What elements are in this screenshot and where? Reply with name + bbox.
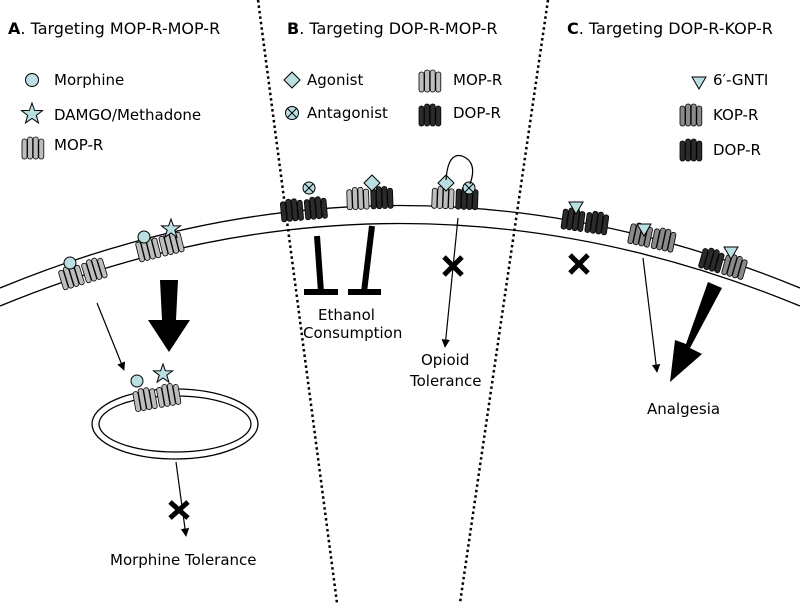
gnti-ligand-3 [723,246,739,260]
membrane-inner [0,222,800,307]
legend-morphine-icon [25,73,39,87]
kopr-kopr-dimer-gnti [627,222,677,253]
outcome-analgesia: Analgesia [647,400,721,418]
agonist-ligand [363,174,381,192]
arrow-kopr-to-analgesia [642,257,661,373]
dopr-dopr-dimer-antagonist [279,196,328,223]
arrow-to-morphine-tolerance [175,461,190,537]
mopr-mopr-dimer-morphine [58,257,108,291]
arrow-damgo-internalization [148,280,190,352]
legend-dopr-c-label: DOP-R [713,141,761,159]
inhibition-ethanol-1 [304,235,338,295]
inhibition-ethanol-2 [348,225,381,295]
divider-right [458,0,550,603]
outcome-opioid-line2: Tolerance [410,372,482,390]
legend-dopr-b-label: DOP-R [453,104,501,122]
arrow-morphine-to-endosome [96,302,126,371]
legend-dopr-b-icon [418,103,442,127]
antagonist-ligand [302,181,316,195]
block-x-opioid-tolerance [442,255,464,277]
legend-damgo-icon [20,101,44,125]
outcome-ethanol-line2: Consumption [303,324,403,342]
dopr-kopr-dimer-unbound [560,207,610,236]
legend-antagonist-label: Antagonist [307,104,388,122]
damgo-ligand [160,217,182,239]
legend-kopr-icon [679,103,703,127]
block-x-morphine-tolerance [168,500,190,520]
agonist-ligand-bivalent [437,174,455,192]
panel-b-title: B. Targeting DOP-R-MOP-R [287,19,498,38]
gnti-ligand [568,201,584,215]
legend-kopr-label: KOP-R [713,106,759,124]
legend-mopr-b-label: MOP-R [453,71,503,89]
morphine-ligand-internalized [130,374,144,388]
legend-damgo-label: DAMGO/Methadone [54,106,202,124]
block-x-dopr-kopr-unbound [568,253,590,275]
dopr-kopr-dimer-gnti [698,247,748,280]
membrane-outer [0,204,800,289]
morphine-ligand-2 [137,230,151,244]
legend-mopr-label: MOP-R [54,136,104,154]
gnti-ligand-2 [636,223,652,237]
legend-dopr-c-icon [679,138,703,162]
legend-morphine-label: Morphine [54,71,125,89]
legend-mopr-icon [21,136,45,160]
arrow-heteromer-analgesia [670,282,722,382]
legend-antagonist-icon [285,106,299,120]
mopr-dopr-dimer-agonist [346,186,394,211]
mopr-mopr-dimer-damgo [135,231,185,263]
panel-a-title: A. Targeting MOP-R-MOP-R [8,19,221,38]
panel-c-title: C. Targeting DOP-R-KOP-R [567,19,773,38]
arrow-to-opioid-tolerance [441,217,459,348]
legend-mopr-b-icon [418,69,442,93]
heteromer-link-arc [445,154,474,185]
divider-left [256,0,339,603]
mopr-mopr-dimer-internalized [132,383,182,412]
outcome-ethanol-line1: Ethanol [318,306,375,324]
outcome-morphine-tolerance: Morphine Tolerance [110,551,257,569]
damgo-ligand-internalized [152,362,174,384]
antagonist-ligand-bivalent [462,181,476,195]
legend-agonist-icon [283,71,301,89]
morphine-ligand [63,256,77,270]
legend-6gnti-label: 6′-GNTI [713,71,769,89]
legend-agonist-label: Agonist [307,71,364,89]
legend-6gnti-icon [691,76,707,90]
outcome-opioid-line1: Opioid [421,351,470,369]
